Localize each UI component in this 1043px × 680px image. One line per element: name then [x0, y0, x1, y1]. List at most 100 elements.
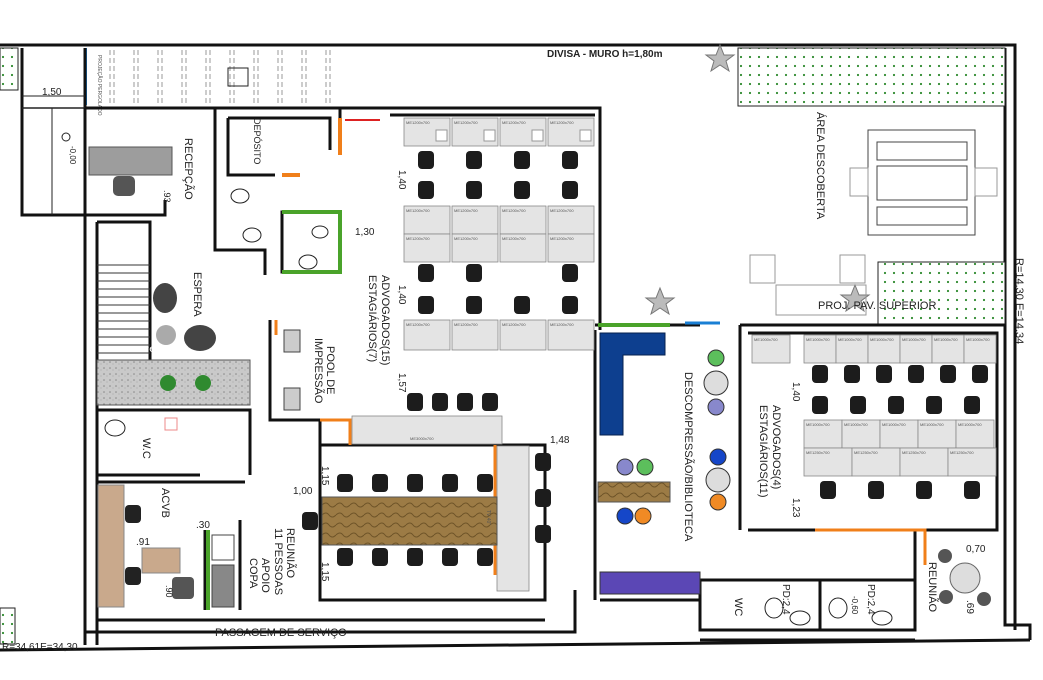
desk-label: ME1250x700 [854, 450, 878, 455]
office-chair [562, 296, 578, 314]
acvb-desk [97, 484, 125, 608]
dim-aisle-3: 1,57 [396, 373, 407, 393]
lounge-stool [709, 493, 727, 511]
garden-bed-top-right [737, 47, 1006, 107]
waiting-armchair-2 [184, 325, 216, 351]
office-chair [407, 548, 423, 566]
desk [403, 205, 451, 235]
office-chair [940, 365, 956, 383]
desk-label: ME1200x700 [502, 208, 526, 213]
label-copa-1: APOIO [259, 558, 271, 593]
staircase [97, 264, 150, 354]
desk [879, 419, 919, 449]
dim-corridor: 1,30 [355, 227, 375, 238]
desk-label: ME1200x700 [406, 236, 430, 241]
office-chair [964, 481, 980, 499]
dim-aisle-2: 1,40 [396, 285, 407, 305]
waiting-armchair [153, 283, 177, 313]
office-chair [916, 481, 932, 499]
office-chair [820, 481, 836, 499]
wood-bench [597, 481, 671, 503]
label-upper-floor: PROJ. PAV. SUPERIOR [818, 300, 936, 312]
reception-chair [113, 176, 135, 196]
office-chair [418, 151, 434, 169]
dim-lounge-gap: 1,48 [550, 435, 570, 446]
dim-copa-width: .30 [196, 520, 210, 531]
desk-label: ME1000x700 [754, 337, 778, 342]
lounge-stool [616, 507, 634, 525]
office-chair [432, 393, 448, 411]
office-chair [418, 264, 434, 282]
label-meeting-1: REUNIÃO [284, 528, 297, 579]
dim-meeting-top: 1,15 [319, 466, 330, 486]
desk-label: ME1200x700 [550, 322, 574, 327]
office-chair [442, 548, 458, 566]
plant-icon [160, 375, 211, 391]
desk-label: ME1200x700 [454, 208, 478, 213]
office-chair [372, 548, 388, 566]
copa-sink [211, 564, 235, 608]
right-level: R=14,30 E=14,34 [1013, 258, 1025, 344]
property-boundary [0, 43, 1032, 652]
label-reception: RECEPÇÃO [182, 138, 195, 200]
desk [899, 334, 933, 364]
label-pd-2: PD:2,4 [865, 584, 876, 615]
long-desk [351, 415, 503, 445]
desk [499, 233, 547, 263]
office-chair [466, 151, 482, 169]
label-pd-1: PD:2,4 [780, 584, 791, 615]
label-lounge: DESCOMPRESSÃO/BIBLIOTECA [682, 372, 695, 542]
desk-label: ME1200x700 [502, 236, 526, 241]
lounge-stool [636, 458, 654, 476]
desk-label: ME1200x700 [406, 322, 430, 327]
office-chair [477, 474, 493, 492]
desk-label: ME1200x700 [406, 208, 430, 213]
desk-label: ME1000x700 [934, 337, 958, 342]
purple-counter [599, 571, 701, 595]
office-chair [514, 151, 530, 169]
desk-label: ME1200x700 [550, 208, 574, 213]
office-chair [337, 548, 353, 566]
desk [931, 334, 965, 364]
desk-label: ME1000x700 [882, 422, 906, 427]
label-office-main-1: ADVOGADOS(15) [379, 275, 391, 365]
dim-setback: 1,50 [42, 87, 62, 98]
round-table [949, 562, 981, 594]
meeting-chairs [302, 453, 551, 566]
desk [403, 319, 451, 351]
office-chair [844, 365, 860, 383]
star-plant-icon [644, 43, 871, 316]
office-chair [514, 181, 530, 199]
desk-label: ME1000x700 [838, 337, 862, 342]
label-open-area: ÁREA DESCOBERTA [814, 112, 827, 220]
acvb-desk-2 [141, 547, 181, 574]
desk-label: ME1250x700 [950, 450, 974, 455]
office-chair [302, 512, 318, 530]
desk [947, 447, 997, 477]
tv-label: TV 40" [485, 510, 491, 525]
desk-label: ME1250x700 [806, 450, 830, 455]
office-chair [876, 365, 892, 383]
office-chair [514, 296, 530, 314]
bottom-level: R=34,61E=34,30 [2, 642, 78, 653]
office-chair [407, 393, 423, 411]
office-chair [482, 393, 498, 411]
label-copa-2: COPA [247, 558, 259, 589]
desk [451, 233, 499, 263]
office-chair [812, 365, 828, 383]
office-chair [562, 264, 578, 282]
office-chair [868, 481, 884, 499]
desk-label: ME1000x700 [958, 422, 982, 427]
reception-desk [88, 146, 173, 176]
label-office-right-1: ADVOGADOS(4) [770, 405, 782, 489]
label-meeting-2: 11 PESSOAS [272, 528, 284, 595]
dim-acvb: .91 [136, 537, 150, 548]
label-wc-bottom: WC [732, 598, 744, 616]
dim-small-meeting-1: 0,70 [966, 544, 986, 555]
blue-sofa [599, 332, 666, 436]
toilets [104, 188, 893, 626]
desk-label: ME1200x700 [406, 120, 430, 125]
desk [547, 233, 595, 263]
